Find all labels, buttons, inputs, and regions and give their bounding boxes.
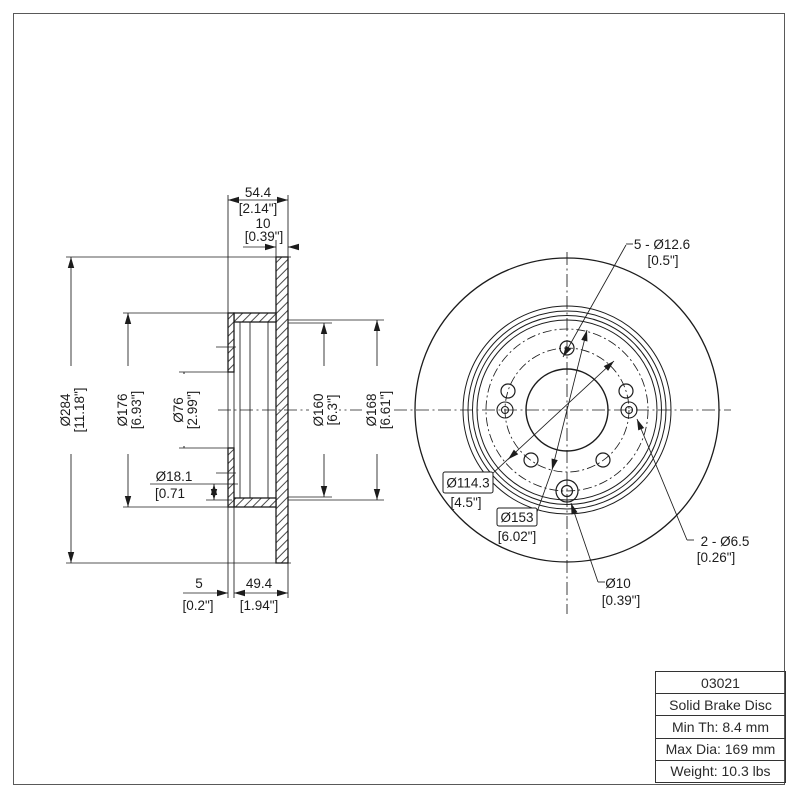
dim-width-total-in: [2.14"] [239, 201, 278, 216]
callout-bolt-circle-mm: Ø114.3 [446, 476, 489, 491]
callout-set-screw-circle-in: [6.02"] [498, 529, 537, 544]
dim-outer-dia-mm: Ø284 [58, 393, 73, 427]
section-extension-lines [66, 195, 384, 598]
title-block-min-thickness: Min Th: 8.4 mm [656, 715, 785, 737]
callout-set-screw-circle-mm: Ø153 [500, 510, 533, 525]
dim-hat-depth-in: [1.94"] [240, 598, 279, 613]
callout-lug-holes-mm: 5 - Ø12.6 [634, 237, 690, 252]
front-view-leaders [491, 243, 694, 583]
front-view [414, 243, 720, 614]
set-screw-circle-callout-box [496, 507, 538, 527]
title-block: 03021 Solid Brake Disc Min Th: 8.4 mm Ma… [655, 671, 786, 783]
dim-flange-offset-mm: 5 [195, 576, 203, 591]
callout-lug-holes-in: [0.5"] [647, 253, 678, 268]
dim-hat-dia-in: [6.93"] [129, 391, 144, 430]
hat-flange-lower-section [227, 447, 235, 508]
dim-flange-offset-in: [0.2"] [182, 598, 213, 613]
dim-bore-dia-in: [2.99"] [185, 391, 200, 430]
dimension-text-masks [56, 366, 392, 454]
set-screw-circle [485, 328, 649, 492]
dim-hat-depth-mm: 49.4 [246, 576, 273, 591]
hat-wall-top-section [233, 312, 277, 323]
dim-outer-dia-in: [11.18"] [72, 387, 87, 432]
dim-ring-outer-dia-in: [6.61"] [378, 391, 393, 430]
dim-ring-inner-dia-in: [6.3"] [325, 394, 340, 425]
dim-pilot-in: [0.71 [155, 486, 185, 501]
set-screw-holes [496, 401, 638, 419]
callout-center-hole-in: [0.39"] [602, 593, 641, 608]
title-block-part-type: Solid Brake Disc [656, 693, 785, 715]
dim-ring-outer-dia-mm: Ø168 [364, 393, 379, 426]
page-border [13, 13, 785, 785]
dim-pilot-mm: Ø18.1 [156, 469, 193, 484]
dim-ring-inner-dia-mm: Ø160 [311, 393, 326, 426]
hat-ring-circles [462, 305, 672, 515]
callout-bolt-circle-in: [4.5"] [450, 495, 481, 510]
bolt-circle-callout-box [442, 471, 494, 494]
section-dimension-labels: 54.4 [2.14"] 10 [0.39"] 5 [0.2"] 49.4 [1… [58, 185, 393, 613]
callout-set-screw-holes-in: [0.26"] [697, 550, 736, 565]
hat-flange-upper-section [227, 312, 235, 373]
front-view-callout-labels: 5 - Ø12.6 [0.5"] Ø114.3 [4.5"] Ø153 [6.0… [446, 237, 749, 608]
title-block-max-diameter: Max Dia: 169 mm [656, 737, 785, 760]
section-hatched-material [227, 256, 289, 564]
title-block-part-number: 03021 [701, 674, 740, 691]
disc-outer-circle [414, 257, 720, 563]
dim-width-total-mm: 54.4 [245, 185, 272, 200]
hat-wall-bottom-section [233, 497, 277, 508]
dim-bore-dia-mm: Ø76 [171, 397, 186, 423]
callout-center-hole-mm: Ø10 [605, 576, 631, 591]
dim-plate-thickness-in: [0.39"] [245, 229, 284, 244]
title-block-weight: Weight: 10.3 lbs [656, 759, 785, 782]
center-pilot-hole [555, 479, 579, 503]
dim-hat-dia-mm: Ø176 [115, 393, 130, 426]
dim-plate-thickness-mm: 10 [255, 216, 270, 231]
callout-set-screw-holes-mm: 2 - Ø6.5 [701, 534, 750, 549]
